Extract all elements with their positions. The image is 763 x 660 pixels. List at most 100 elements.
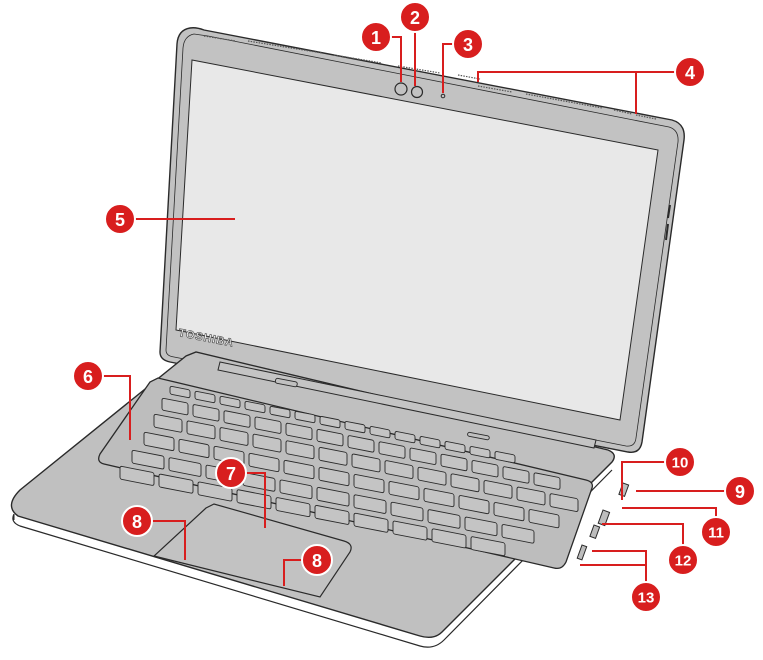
keyboard-key <box>244 400 266 414</box>
callout-9: 9 <box>724 475 756 507</box>
svg-text:6: 6 <box>83 367 93 387</box>
keyboard-key <box>458 495 490 515</box>
svg-text:11: 11 <box>708 525 724 542</box>
keyboard-key <box>493 502 525 522</box>
callout-lines <box>102 31 726 586</box>
keyboard-key <box>119 465 155 486</box>
svg-text:10: 10 <box>672 455 689 472</box>
svg-text:9: 9 <box>735 482 745 502</box>
callout-13: 13 <box>630 581 662 613</box>
keyboard-key <box>283 460 315 480</box>
keyboard-key <box>248 452 280 473</box>
camera-led <box>440 93 446 99</box>
keyboard-key <box>378 441 406 459</box>
callout-1: 1 <box>360 21 392 53</box>
display-lid: TOSHIBA <box>159 27 685 453</box>
keyboard-key <box>351 453 381 473</box>
keyboard-key <box>469 446 491 459</box>
keyboard-key <box>279 479 313 500</box>
keyboard-key <box>394 431 416 444</box>
svg-text:8: 8 <box>132 512 142 532</box>
keyboard-key <box>153 413 183 433</box>
keyboard-key <box>318 447 348 466</box>
keyboard-key <box>533 472 561 490</box>
keyboard-key <box>219 427 249 446</box>
keyboard-key <box>192 404 220 422</box>
keyboard-key <box>369 426 391 439</box>
keyboard-key <box>423 488 455 508</box>
keyboard-key <box>275 497 311 518</box>
callout-6: 6 <box>72 360 104 392</box>
keyboard-key <box>444 441 466 454</box>
keyboard-key <box>285 440 315 460</box>
svg-text:12: 12 <box>675 553 692 570</box>
callout-5: 5 <box>104 203 136 235</box>
keyboard-key <box>236 489 272 510</box>
keyboard-key <box>223 410 251 428</box>
keyboard-key <box>409 447 437 465</box>
keyboard-key <box>470 536 506 557</box>
svg-text:7: 7 <box>226 464 236 484</box>
callout-2: 2 <box>399 1 431 33</box>
keyboard-key <box>431 528 467 549</box>
keyboard-key <box>314 505 350 525</box>
keyboard-key <box>252 433 282 453</box>
keyboard-key <box>419 436 441 449</box>
keyboard-key <box>316 487 350 507</box>
callout-3: 3 <box>452 28 484 60</box>
screen <box>175 59 659 421</box>
camera-lens-1 <box>394 82 408 96</box>
keyboard-key <box>194 390 216 404</box>
keyboard-key <box>178 438 210 459</box>
keyboard-key <box>143 431 175 451</box>
keyboard-key <box>440 453 468 472</box>
keyboard-key <box>390 501 424 522</box>
callout-8-right: 8 <box>301 544 333 576</box>
keyboard-key <box>417 466 447 486</box>
keyboard-key <box>528 509 560 529</box>
keyboard-key <box>269 405 291 419</box>
keyboard-key <box>219 395 241 409</box>
svg-text:5: 5 <box>115 210 125 230</box>
keyboard-key <box>319 416 341 429</box>
camera-lens-2 <box>410 85 424 99</box>
touchpad <box>152 503 352 598</box>
keyboard-key <box>516 486 546 506</box>
keyboard-key <box>450 473 480 493</box>
callout-badges: 1 2 3 4 5 6 7 8 8 9 10 11 12 13 <box>72 1 756 613</box>
svg-text:1: 1 <box>371 28 381 48</box>
keyboard-key <box>318 467 350 487</box>
callout-4: 4 <box>674 56 706 88</box>
callout-11: 11 <box>700 516 732 548</box>
svg-text:2: 2 <box>410 8 420 28</box>
svg-text:3: 3 <box>463 35 473 55</box>
keyboard-key <box>494 451 516 464</box>
keyboard-key <box>353 512 389 533</box>
keyboard-key <box>388 481 420 501</box>
svg-text:8: 8 <box>312 551 322 571</box>
keyboard-key <box>353 494 387 514</box>
keyboard-key <box>344 421 366 434</box>
laptop-base <box>10 351 630 648</box>
keyboard-key <box>502 466 530 484</box>
keyboard-key <box>285 422 313 441</box>
keyboard-key <box>158 473 194 494</box>
speaker-grille <box>203 35 657 120</box>
keyboard-key <box>169 385 191 399</box>
keyboard-key <box>186 420 216 440</box>
keyboard-key <box>294 411 316 424</box>
keyboard-key <box>464 516 498 537</box>
keyboard-key <box>427 509 461 529</box>
keyboard-key <box>168 457 202 477</box>
svg-text:13: 13 <box>638 590 655 607</box>
callout-7: 7 <box>215 457 247 489</box>
keyboard-key <box>384 460 414 479</box>
svg-text:4: 4 <box>685 63 695 83</box>
keyboard-key <box>316 429 344 447</box>
callout-12: 12 <box>667 544 699 576</box>
keyboard-key <box>483 480 513 499</box>
keyboard-key <box>347 435 375 453</box>
keyboard-key <box>161 397 189 416</box>
